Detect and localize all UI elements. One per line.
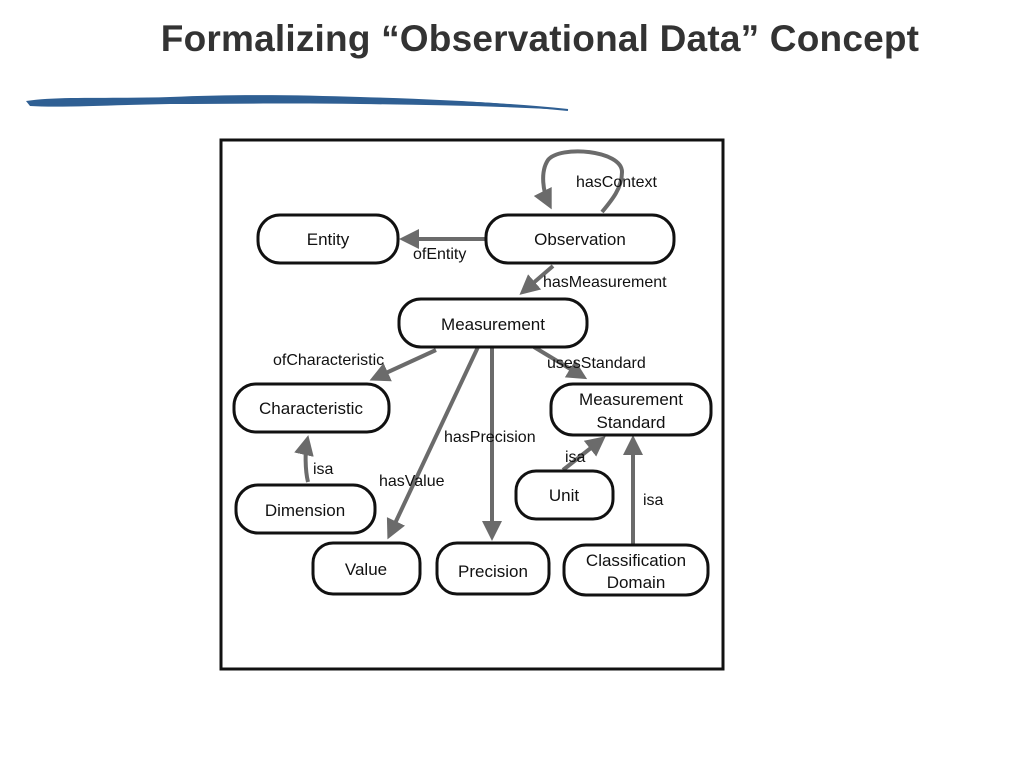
node-unit: Unit (514, 469, 615, 521)
node-classification-domain-line1: Classification (586, 551, 686, 570)
edge-label-isa-dimension: isa (313, 461, 334, 478)
node-measurement-standard-line1: Measurement (579, 390, 683, 409)
node-dimension: Dimension (234, 483, 377, 535)
node-precision-label: Precision (458, 562, 528, 581)
node-unit-label: Unit (549, 486, 580, 505)
node-observation-label: Observation (534, 230, 626, 249)
edge-has-context (533, 149, 625, 214)
node-entity: Entity (256, 213, 400, 265)
node-characteristic: Characteristic (232, 382, 391, 434)
edge-of-characteristic (369, 348, 437, 382)
node-characteristic-label: Characteristic (259, 399, 363, 418)
edge-label-has-context: hasContext (576, 174, 657, 191)
node-dimension-label: Dimension (265, 501, 345, 520)
node-observation: Observation (484, 213, 676, 265)
node-measurement: Measurement (397, 297, 589, 349)
edge-label-uses-standard: usesStandard (547, 355, 646, 372)
edge-label-isa-classification: isa (643, 492, 664, 509)
node-measurement-standard-line2: Standard (597, 413, 666, 432)
node-classification-domain: Classification Domain (562, 543, 710, 597)
edge-label-of-entity: ofEntity (413, 246, 466, 263)
edge-has-measurement (519, 264, 555, 295)
edge-uses-standard (532, 345, 588, 380)
edge-label-has-value: hasValue (379, 473, 445, 490)
edge-label-has-measurement: hasMeasurement (543, 274, 667, 291)
node-precision: Precision (435, 541, 551, 596)
edge-label-has-precision: hasPrecision (444, 429, 536, 446)
edge-label-isa-unit: isa (565, 449, 586, 466)
slide-title: Formalizing “Observational Data” Concept (160, 18, 920, 59)
edge-has-value (386, 346, 480, 540)
node-value-label: Value (345, 560, 387, 579)
edge-label-of-characteristic: ofCharacteristic (273, 352, 384, 369)
brush-stroke-thin (39, 98, 569, 111)
node-value: Value (311, 541, 422, 596)
node-measurement-label: Measurement (441, 315, 545, 334)
edge-isa-dimension (294, 435, 314, 483)
node-classification-domain-line2: Domain (607, 573, 666, 592)
edge-isa-unit (561, 436, 606, 472)
node-entity-label: Entity (307, 230, 350, 249)
node-measurement-standard: Measurement Standard (549, 382, 713, 437)
